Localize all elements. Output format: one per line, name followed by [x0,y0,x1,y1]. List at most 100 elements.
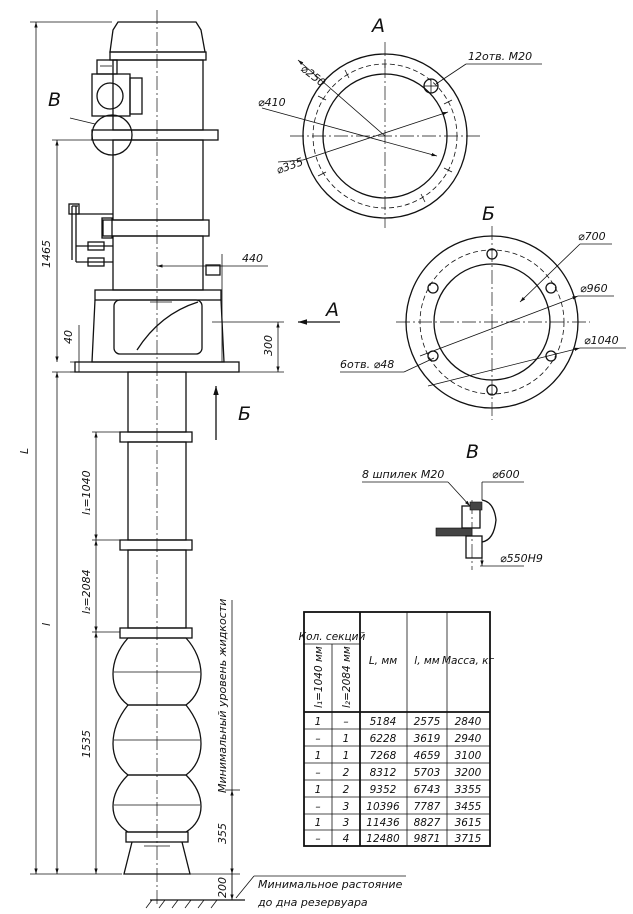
svg-text:3: 3 [343,817,350,829]
arrow-a-label: А [324,299,339,321]
dim-l1: l₁=1040 [80,470,93,515]
dim-l: l [40,623,53,626]
detail-v-label: В [48,89,61,111]
dim-1465: 1465 [40,240,53,268]
table-row: – 2 8312 5703 3200 [315,767,481,779]
table-header-L: L, мм [369,655,397,667]
svg-text:2575: 2575 [414,716,441,728]
svg-text:8312: 8312 [370,767,397,779]
table-row: – 3 10396 7787 3455 [315,801,481,813]
dim-355: 355 [216,823,229,844]
svg-text:5703: 5703 [414,767,441,779]
discharge-window [113,299,203,355]
svg-text:3: 3 [343,801,350,813]
dim-200: 200 [216,877,229,898]
view-v-d550: ⌀550Н9 [500,552,543,565]
data-table [303,611,491,847]
svg-text:2940: 2940 [455,733,482,745]
view-a-d410: ⌀410 [258,96,286,109]
svg-text:10396: 10396 [366,801,400,813]
dim-440: 440 [242,252,263,265]
dim-l2: l₂=2084 [80,569,93,614]
arrow-b-label: Б [238,403,251,425]
motor-body [112,59,204,131]
view-b-d1040: ⌀1040 [584,334,619,347]
terminal-box-top [96,59,118,75]
motor-band [109,51,207,61]
svg-text:7268: 7268 [370,750,397,762]
svg-text:–: – [315,801,320,813]
terminal-gland [96,82,124,110]
table-row: – 1 6228 3619 2940 [315,733,481,745]
cooling-pipe [71,205,78,262]
svg-text:3200: 3200 [455,767,482,779]
svg-text:1: 1 [315,750,322,762]
svg-text:12480: 12480 [366,833,400,845]
svg-text:4: 4 [343,833,350,845]
svg-text:9871: 9871 [414,833,441,845]
view-a-d250: ⌀250 [298,62,328,89]
dim-L: L [18,448,31,454]
svg-text:1: 1 [343,750,350,762]
svg-text:3455: 3455 [455,801,482,813]
table-row: 1 3 11436 8827 3615 [315,817,482,829]
view-v-studs: 8 шпилек М20 [362,468,444,481]
dim-300: 300 [262,335,275,356]
view-a-callout: 12отв. М20 [468,50,532,63]
svg-text:2840: 2840 [455,716,482,728]
note-line-1: Минимальное растояние [258,878,403,891]
lantern-housing [112,139,204,221]
svg-text:3615: 3615 [455,817,482,829]
suction-bell [123,841,191,875]
liquid-level-label: Минимальный уровень жидкости [216,599,229,793]
svg-text:1: 1 [343,733,350,745]
table-header-l: l, мм [414,655,440,667]
view-a-title: А [370,15,385,37]
svg-text:3619: 3619 [414,733,441,745]
svg-text:3100: 3100 [455,750,482,762]
note-line-2: до дна резервуара [257,896,368,909]
svg-text:7787: 7787 [414,801,441,813]
table-header-col1: l₁=1040 мм [313,646,325,708]
svg-text:3715: 3715 [455,833,482,845]
table-row: – 4 12480 9871 3715 [315,833,481,845]
table-row: 1 2 9352 6743 3355 [315,784,482,796]
terminal-box [91,73,131,117]
view-v-plate [435,527,473,537]
view-b-hole [486,248,498,260]
svg-text:9352: 9352 [370,784,397,796]
view-v-title: В [466,441,479,463]
bell-flange [125,831,189,843]
svg-text:–: – [315,767,320,779]
view-b-title: Б [482,203,495,225]
view-v [362,481,524,570]
head-top-flange [94,289,222,301]
dim-40: 40 [62,330,75,344]
table-header-col2: l₂=2084 мм [341,646,353,708]
dim-1535: 1535 [80,730,93,758]
view-b [340,226,626,420]
svg-text:4659: 4659 [414,750,441,762]
svg-text:1: 1 [315,817,322,829]
column-flange-2 [119,539,193,551]
view-a [261,42,542,228]
svg-text:2: 2 [343,767,350,779]
motor-cap [109,21,206,53]
pump-elevation [30,10,406,909]
svg-text:–: – [315,733,320,745]
detail-v-circle [91,114,133,156]
table-row: 1 1 7268 4659 3100 [315,750,482,762]
view-b-holes: 6отв. ⌀48 [340,358,394,371]
lantern-flange [102,219,210,237]
svg-text:2: 2 [343,784,350,796]
table-header-sections: Кол. секций [299,631,366,643]
svg-text:11436: 11436 [366,817,400,829]
svg-text:–: – [315,833,320,845]
column-flange-3 [119,627,193,639]
svg-text:–: – [343,716,348,728]
view-b-d960: ⌀960 [580,282,608,295]
svg-text:5184: 5184 [370,716,397,728]
svg-text:6228: 6228 [370,733,397,745]
svg-text:1: 1 [315,716,322,728]
